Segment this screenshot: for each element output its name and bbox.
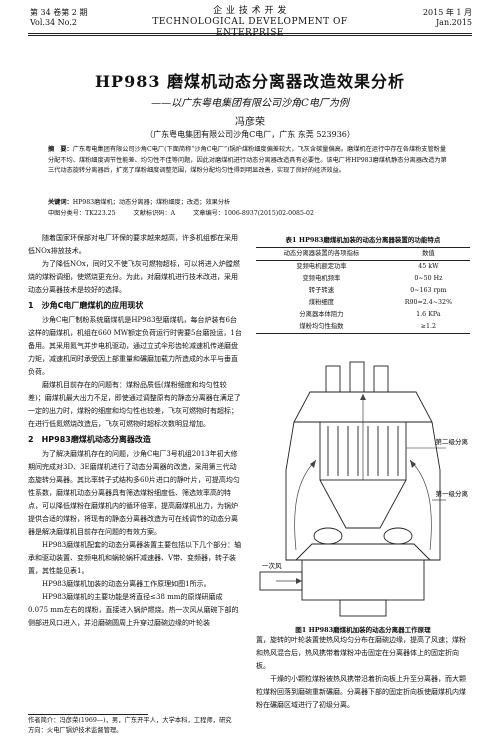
date-cn: 2015 年 1 月 — [422, 8, 472, 17]
table-row: 煤粉均匀性指数≥1.2 — [256, 321, 470, 334]
volume-en: Vol.34 No.2 — [30, 18, 77, 27]
abstract: 摘 要：广东粤电集团有限公司沙角C电厂(下面简称“沙角C电厂”)锅炉煤粉细度偏差… — [48, 145, 452, 177]
clc-number: 中图分类号：TK223.25 — [48, 210, 116, 217]
grinding-roller — [383, 527, 413, 545]
author-name: 冯彦荣 — [235, 117, 265, 128]
author-footnote: 作者简介：冯彦荣(1969—)，男，广东开平人，大学本科，工程师，研究 方向：火… — [28, 716, 248, 736]
author-affiliation: （广东粤电集团有限公司沙角C电厂，广东 东莞 523936） — [145, 130, 355, 139]
table-cell: 1.6 KPa — [416, 311, 441, 318]
table-1: 表1 HP983磨煤机加装的动态分离器装置的功能特点 动态分离器装置的各项指标 … — [256, 235, 470, 334]
spec-table: 动态分离器装置的各项指标 数值 变频电机额定功率 45 kW 变频电机频率 0~50… — [256, 247, 470, 334]
intro-paragraph-2: 为了降低NOx，同时又不使飞灰可燃物超标，可以将进入炉膛燃烧的煤粉调细，使燃烧更… — [28, 260, 240, 294]
journal-volume: 第 34 卷第 2 期 Vol.34 No.2 — [30, 8, 87, 28]
table-row: 分离器本体阻力 1.6 KPa — [256, 309, 470, 321]
table-cell: R90=2.4~32% — [404, 299, 453, 306]
figure-caption: 图1 HP983磨煤机加装的动态分离器工作原理 — [295, 626, 431, 634]
table-cell: 变频电机额定功率 — [296, 263, 347, 270]
table-cell: 分离器本体阻力 — [299, 311, 344, 318]
label-first-stage: 第一级分离 — [436, 489, 469, 498]
table-header-metric: 动态分离器装置的各项指标 — [256, 247, 387, 261]
outlet-pipe — [349, 361, 365, 393]
footnote-line-2: 方向：火电厂锅炉技术监督管理。 — [28, 727, 123, 734]
section1-paragraph-1: 沙角C电厂制粉系统磨煤机是HP983型磨煤机，每台炉装有6台这样的磨煤机，机组在… — [28, 316, 242, 376]
table-header-value: 数值 — [386, 247, 470, 261]
section2-paragraph-2: HP983磨煤机配套的动态分离器装置主要包括以下几个部分：轴承和驱动装置、变频电… — [28, 541, 242, 575]
label-second-stage: 第二级分离 — [436, 437, 469, 446]
table-cell: 变频电机频率 — [302, 275, 341, 282]
document-code: 文献标识码：A — [133, 210, 176, 217]
footnote-line-1: 作者简介：冯彦荣(1969—)，男，广东开平人，大学本科，工程师，研究 — [28, 717, 232, 724]
figure-1-schematic: 第二级分离 第一级分离 一次风 — [259, 361, 469, 617]
table-cell: 0~50 Hz — [414, 275, 443, 282]
table-cell: 煤粉细度 — [308, 299, 334, 306]
keywords-text: HP983磨煤机；动态分离器；煤粉细度；改造；效果分析 — [72, 199, 231, 206]
right-paragraph-2: 干燥的小颗粒煤粉被热风携带沿着折向板上升至分离器，而大颗粒煤粉回落到磨碗重新碾磨… — [256, 675, 466, 709]
header-rule — [28, 33, 472, 34]
date-en: Jan.2015 — [435, 18, 472, 27]
label-primary-air: 一次风 — [262, 561, 282, 570]
table-caption: 表1 HP983磨煤机加装的动态分离器装置的功能特点 — [285, 236, 441, 244]
table-cell: 45 kW — [418, 263, 439, 270]
section1-paragraph-2: 磨煤机目前存在的问题有：煤粉品质低(煤粉细度和均匀性较差)；磨煤机最大出力不足，… — [28, 381, 241, 428]
body-right-column: 置，旋转的叶轮装置使热风均匀分布在磨碗边缘，提高了风速；煤粉和热风混合后，热风携… — [256, 634, 470, 712]
section2-paragraph-3: HP983磨煤机加装的动态分离器工作原理如图1所示。 — [42, 580, 211, 588]
header-rule-secondary — [28, 35, 472, 36]
section-heading-1: 1 沙角C电厂磨煤机的应用现状 — [28, 301, 144, 310]
table-row: 煤粉细度 R90=2.4~32% — [256, 297, 470, 309]
table-cell: ≥1.2 — [386, 321, 470, 334]
article-number: 文章编号：1006-8937(2015)02-0085-02 — [193, 210, 314, 217]
abstract-text: 广东粤电集团有限公司沙角C电厂(下面简称“沙角C电厂”)锅炉煤粉细度偏差较大，飞… — [48, 146, 447, 174]
inner-cone — [319, 479, 407, 529]
table-cell: 转子转速 — [308, 287, 334, 294]
table-row: 转子转速 0~163 rpm — [256, 285, 470, 297]
article-subtitle: ——以广东粤电集团有限公司沙角C电厂为例 — [151, 98, 349, 109]
keywords: 关键词：HP983磨煤机；动态分离器；煤粉细度；改造；效果分析 — [48, 198, 452, 208]
footnote-rule — [28, 714, 148, 715]
intro-paragraph-1: 随着国家环保部对电厂环保的要求越来越高，许多机组都在采用低NOx排放技术。 — [28, 234, 238, 255]
mill-base — [301, 559, 425, 601]
table-header-row: 动态分离器装置的各项指标 数值 — [256, 247, 470, 261]
gearbox — [339, 599, 387, 617]
section-heading-2: 2 HP983磨煤机动态分离器改造 — [28, 435, 151, 444]
abstract-label: 摘 要： — [48, 146, 73, 153]
table-row: 变频电机额定功率 45 kW — [256, 261, 470, 274]
grinding-bowl — [295, 543, 431, 561]
outlet-pipe — [373, 365, 389, 393]
right-paragraph-1: 置，旋转的叶轮装置使热风均匀分布在磨碗边缘，提高了风速；煤粉和热风混合后，热风携… — [256, 636, 466, 670]
table-cell: 0~163 rpm — [410, 287, 447, 294]
table-cell: 煤粉均匀性指数 — [256, 321, 387, 334]
journal-name-cn: 企 业 技 术 开 发 — [213, 6, 287, 16]
outlet-pipe — [325, 365, 341, 393]
section2-paragraph-1: 为了解决磨煤机存在的问题，沙角C电厂3号机组2013年初大修期间完成对3D、3E… — [28, 450, 240, 536]
keywords-label: 关键词： — [48, 199, 73, 206]
journal-date: 2015 年 1 月 Jan.2015 — [423, 8, 472, 28]
classification-line: 中图分类号：TK223.25 文献标识码：A 文章编号：1006-8937(20… — [48, 209, 452, 219]
volume-cn: 第 34 卷第 2 期 — [30, 8, 88, 17]
body-left-column: 随着国家环保部对电厂环保的要求越来越高，许多机组都在采用低NOx排放技术。 为了… — [28, 232, 242, 630]
article-title: HP983 磨煤机动态分离器改造效果分析 — [94, 72, 406, 91]
table-row: 变频电机频率 0~50 Hz — [256, 273, 470, 285]
grinding-roller — [313, 527, 343, 545]
section2-paragraph-4: HP983磨煤机的主要功能是将直径≤38 mm的原煤研磨成0.075 mm左右的… — [28, 593, 239, 627]
